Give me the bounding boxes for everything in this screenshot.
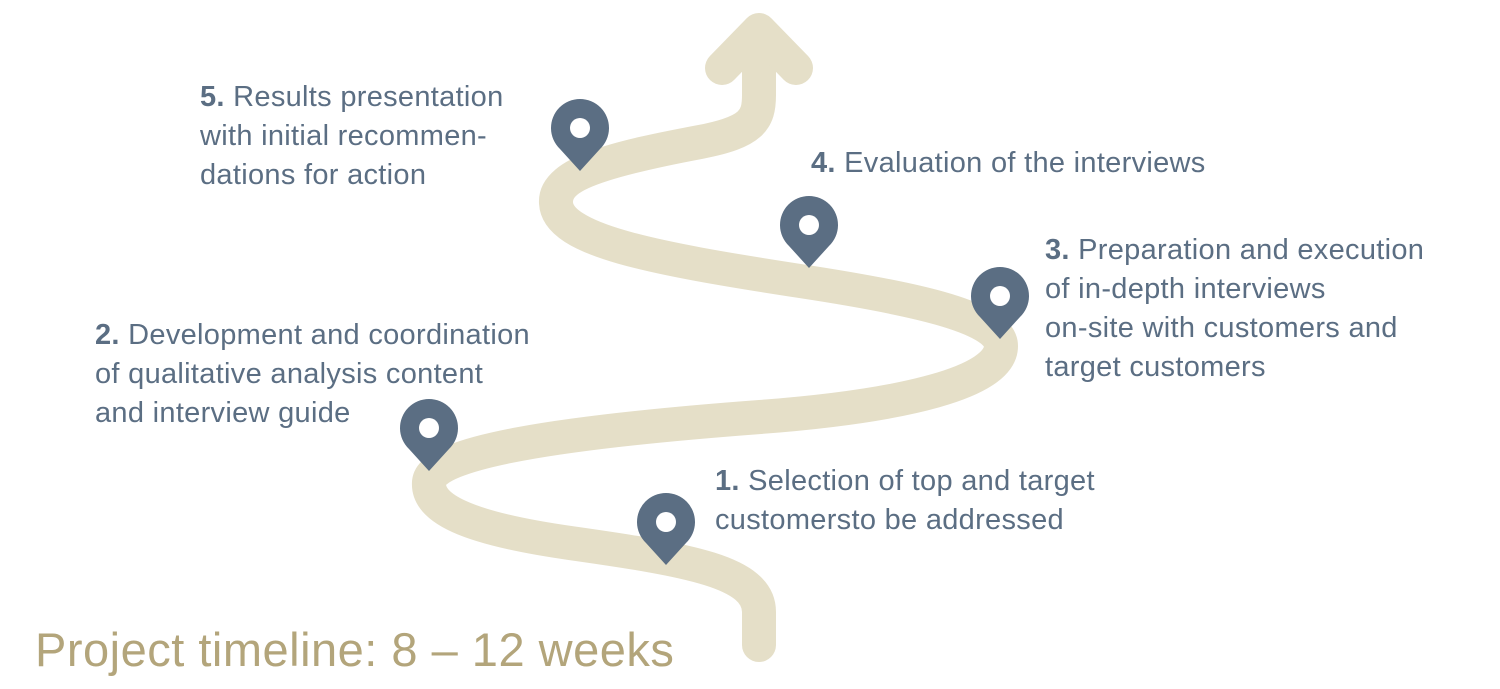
step-number: 5.: [200, 81, 225, 113]
step-5: 5. Results presentation with initial rec…: [200, 78, 504, 195]
step-text: target customers: [1045, 351, 1266, 383]
step-number: 3.: [1045, 234, 1070, 266]
winding-road-path: [412, 23, 1018, 662]
step-3: 3. Preparation and execution of in-depth…: [1045, 231, 1424, 387]
step-text: Selection of top and target: [748, 465, 1095, 497]
step-text: Results presentation: [233, 81, 504, 113]
step-2: 2. Development and coordination of quali…: [95, 316, 530, 433]
map-pin-icon: [400, 399, 458, 471]
step-text: of qualitative analysis content: [95, 358, 484, 390]
map-pin-icon: [637, 493, 696, 565]
step-text: of in-depth interviews: [1045, 273, 1326, 305]
map-pin-icon: [971, 266, 1029, 339]
step-number: 4.: [811, 147, 836, 179]
step-4: 4. Evaluation of the interviews: [811, 144, 1206, 183]
step-number: 1.: [715, 465, 740, 497]
step-text: and interview guide: [95, 397, 351, 429]
step-1: 1. Selection of top and target customers…: [715, 462, 1095, 540]
step-text: Evaluation of the interviews: [844, 147, 1206, 179]
step-text: with initial recommen-: [200, 120, 488, 152]
step-text: Preparation and execution: [1078, 234, 1425, 266]
project-timeline-title: Project timeline: 8 – 12 weeks: [35, 623, 675, 676]
step-text: on-site with customers and: [1045, 312, 1398, 344]
step-text: Development and coordination: [128, 319, 530, 351]
step-text: customersto be addressed: [715, 504, 1064, 536]
arrow-head-icon: [705, 13, 813, 85]
map-pin-icon: [779, 195, 838, 268]
step-text: dations for action: [200, 159, 427, 191]
map-pin-icon: [551, 98, 609, 171]
step-number: 2.: [95, 319, 120, 351]
